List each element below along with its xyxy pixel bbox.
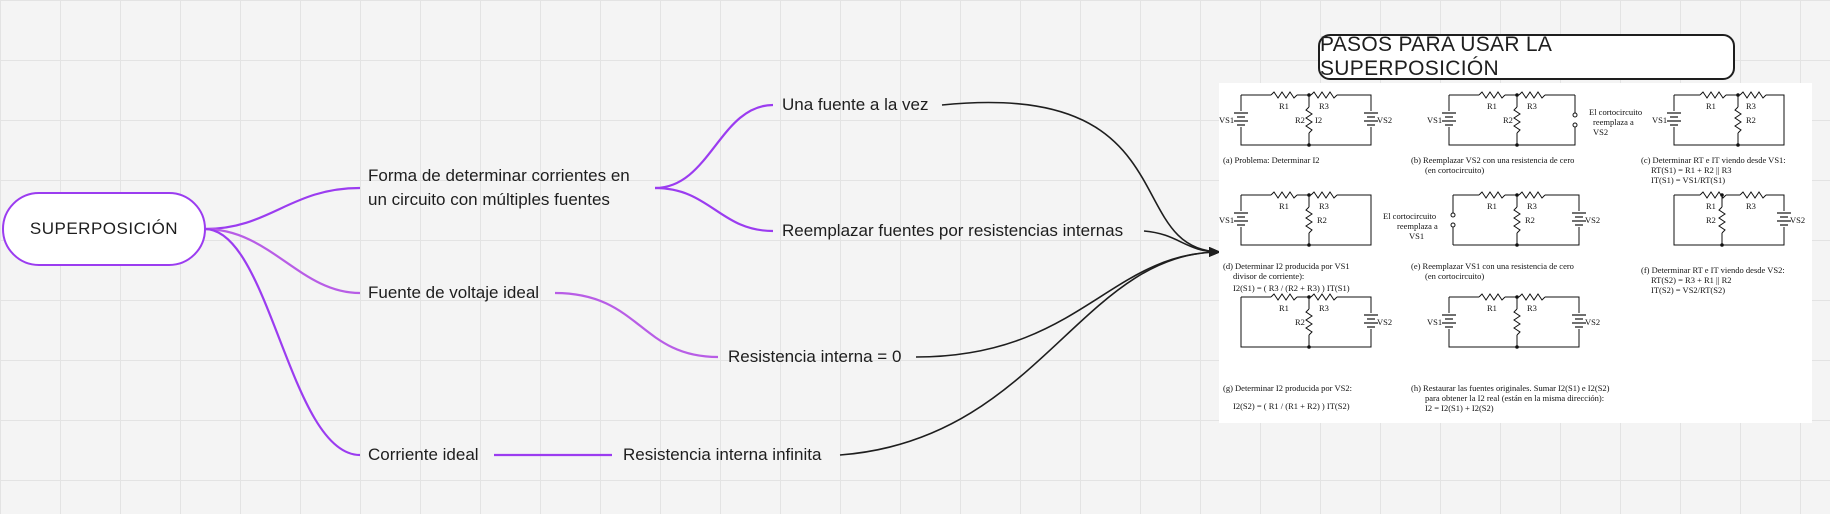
arrow-reemplazar-figure: [1143, 230, 1221, 257]
arrow-resinf-figure: [839, 247, 1221, 456]
root-label: SUPERPOSICIÓN: [29, 219, 179, 238]
svg-text:R2: R2: [1525, 215, 1535, 225]
svg-text:R2: R2: [1746, 115, 1756, 125]
svg-text:R3: R3: [1527, 101, 1537, 111]
edge-root-forma: [204, 186, 361, 231]
caption-b2: (en cortocircuito): [1425, 165, 1485, 175]
panel-title-box[interactable]: PASOS PARA USAR LA SUPERPOSICIÓN: [1318, 33, 1735, 80]
caption-h3: I2 = I2(S1) + I2(S2): [1425, 403, 1494, 413]
svg-text:I2: I2: [1315, 115, 1322, 125]
svg-text:R1: R1: [1487, 303, 1497, 313]
svg-text:VS2: VS2: [1377, 317, 1392, 327]
svg-text:R1: R1: [1279, 303, 1289, 313]
caption-d1: (d) Determinar I2 producida por VS1: [1223, 261, 1350, 271]
svg-text:R2: R2: [1503, 115, 1513, 125]
svg-text:VS2: VS2: [1585, 317, 1600, 327]
caption-g2: I2(S2) = ( R1 / (R1 + R2) ) IT(S2): [1233, 401, 1350, 411]
short-note-b-3: VS2: [1593, 127, 1609, 137]
svg-text:R3: R3: [1746, 201, 1756, 211]
caption-e2: (en cortocircuito): [1425, 271, 1485, 281]
edge-root-corriente: [204, 227, 361, 457]
caption-c3: IT(S1) = VS1/RT(S1): [1651, 175, 1726, 185]
root-node-superposicion[interactable]: SUPERPOSICIÓN: [2, 192, 206, 266]
caption-g1: (g) Determinar I2 producida por VS2:: [1223, 383, 1352, 393]
panel-title: PASOS PARA USAR LA SUPERPOSICIÓN: [1320, 33, 1552, 80]
node-reemplazar[interactable]: Reemplazar fuentes por resistencias inte…: [782, 221, 1124, 240]
caption-d3: I2(S1) = ( R3 / (R2 + R3) ) IT(S1): [1233, 283, 1350, 293]
short-note-e-2: reemplaza a: [1397, 221, 1438, 231]
svg-text:R1: R1: [1487, 201, 1497, 211]
edge-forma-reemplazar: [654, 186, 774, 233]
svg-text:R1: R1: [1279, 101, 1289, 111]
edge-forma-una: [654, 103, 774, 190]
caption-a: (a) Problema: Determinar I2: [1223, 155, 1320, 165]
svg-text:VS1: VS1: [1652, 115, 1667, 125]
node-resistencia-infinita[interactable]: Resistencia interna infinita: [623, 445, 822, 464]
circuit-h: R1 R3 VS1 VS2: [1427, 293, 1600, 349]
caption-f3: IT(S2) = VS2/RT(S2): [1651, 285, 1726, 295]
svg-text:R3: R3: [1527, 201, 1537, 211]
node-corriente-ideal[interactable]: Corriente ideal: [368, 445, 479, 464]
caption-h1: (h) Restaurar las fuentes originales. Su…: [1411, 383, 1610, 393]
short-note-e-3: VS1: [1409, 231, 1425, 241]
arrow-una-figure: [941, 101, 1221, 257]
svg-text:R2: R2: [1295, 115, 1305, 125]
caption-f2: RT(S2) = R3 + R1 || R2: [1651, 275, 1732, 285]
short-note-e-1: El cortocircuito: [1383, 211, 1437, 221]
svg-text:VS2: VS2: [1585, 215, 1600, 225]
svg-text:R1: R1: [1706, 201, 1716, 211]
svg-text:R1: R1: [1487, 101, 1497, 111]
caption-c1: (c) Determinar RT e IT viendo desde VS1:: [1641, 155, 1786, 165]
svg-text:VS2: VS2: [1377, 115, 1392, 125]
node-una-fuente[interactable]: Una fuente a la vez: [782, 95, 929, 114]
svg-text:R3: R3: [1319, 201, 1329, 211]
svg-text:VS1: VS1: [1427, 115, 1442, 125]
caption-e1: (e) Reemplazar VS1 con una resistencia d…: [1411, 261, 1574, 271]
caption-b1: (b) Reemplazar VS2 con una resistencia d…: [1411, 155, 1575, 165]
short-note-b-1: El cortocircuito: [1589, 107, 1643, 117]
short-note-b-2: reemplaza a: [1593, 117, 1634, 127]
svg-text:R1: R1: [1706, 101, 1716, 111]
node-fuente-voltaje[interactable]: Fuente de voltaje ideal: [368, 283, 540, 302]
caption-d2: divisor de corriente):: [1233, 271, 1305, 281]
svg-text:R1: R1: [1279, 201, 1289, 211]
node-forma[interactable]: Forma de determinar corrientes en un cir…: [368, 164, 630, 212]
svg-text:R2: R2: [1295, 317, 1305, 327]
svg-text:R3: R3: [1319, 101, 1329, 111]
arrow-res0-figure: [915, 247, 1221, 358]
svg-text:R3: R3: [1527, 303, 1537, 313]
edge-fuente-res0: [554, 291, 719, 359]
svg-text:VS2: VS2: [1790, 215, 1805, 225]
edge-root-fuente: [204, 227, 361, 295]
svg-text:R2: R2: [1706, 215, 1716, 225]
caption-h2: para obtener la I2 real (están en la mis…: [1425, 393, 1605, 403]
svg-text:R3: R3: [1319, 303, 1329, 313]
svg-text:R2: R2: [1317, 215, 1327, 225]
svg-text:VS1: VS1: [1219, 215, 1234, 225]
svg-text:R3: R3: [1746, 101, 1756, 111]
node-forma-line2: un circuito con múltiples fuentes: [368, 190, 610, 209]
caption-f1: (f) Determinar RT e IT viendo desde VS2:: [1641, 265, 1785, 275]
svg-text:VS1: VS1: [1427, 317, 1442, 327]
node-resistencia-cero[interactable]: Resistencia interna = 0: [728, 347, 902, 366]
caption-c2: RT(S1) = R1 + R2 || R3: [1651, 165, 1732, 175]
node-forma-line1: Forma de determinar corrientes en: [368, 166, 630, 185]
svg-text:VS1: VS1: [1219, 115, 1234, 125]
